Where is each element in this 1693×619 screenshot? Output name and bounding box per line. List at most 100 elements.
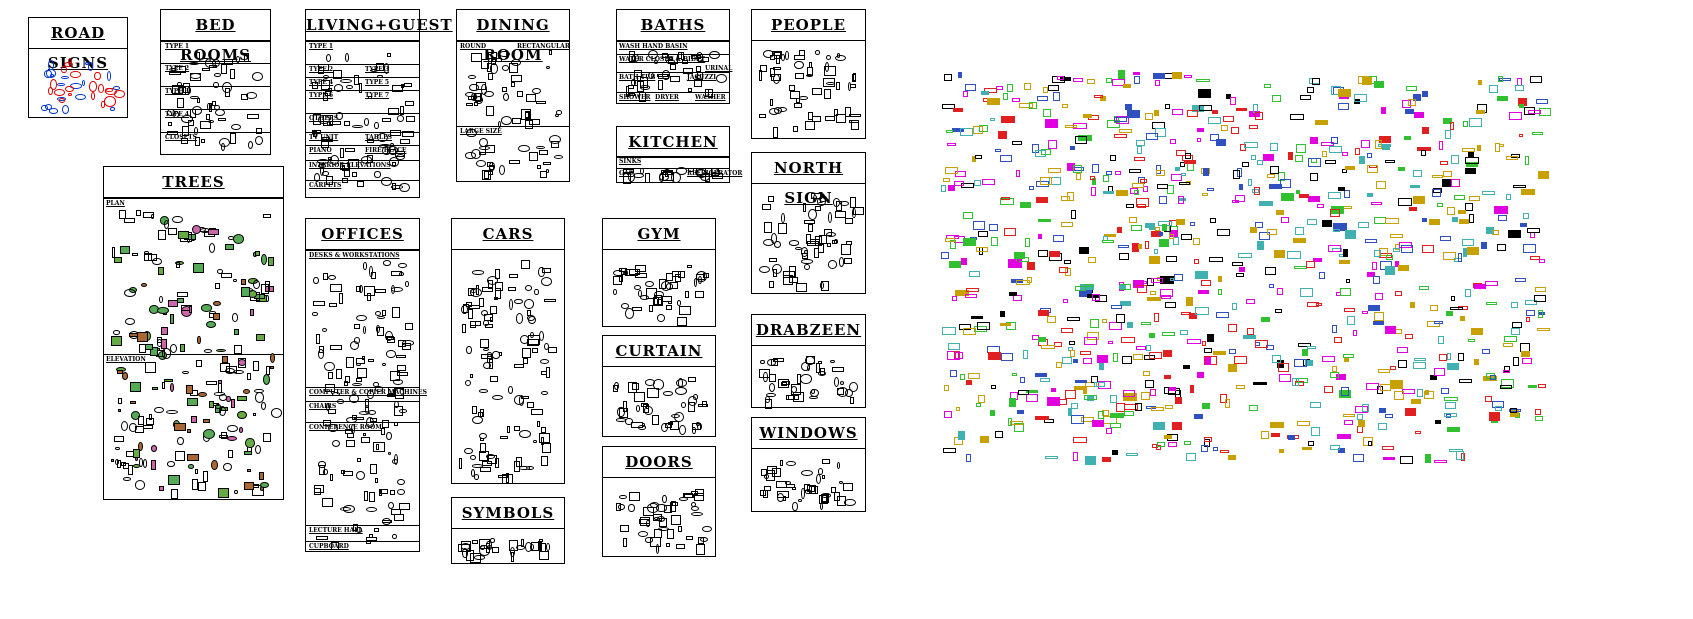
cad-block-symbol[interactable] — [676, 317, 687, 326]
cad-block-symbol[interactable] — [490, 376, 499, 382]
cad-block-symbol[interactable] — [688, 87, 692, 92]
cad-block-symbol[interactable] — [1229, 97, 1236, 105]
cad-block-symbol[interactable] — [48, 59, 54, 70]
cad-block-symbol[interactable] — [511, 59, 521, 67]
cad-block-symbol[interactable] — [498, 352, 503, 357]
cad-block-symbol[interactable] — [57, 82, 65, 87]
cad-block-symbol[interactable] — [629, 269, 640, 276]
cad-block-symbol[interactable] — [1167, 185, 1175, 195]
cad-block-symbol[interactable] — [1355, 148, 1361, 156]
cad-block-symbol[interactable] — [1075, 286, 1087, 292]
cad-block-symbol[interactable] — [367, 139, 374, 144]
cad-block-symbol[interactable] — [1366, 383, 1379, 390]
cad-block-symbol[interactable] — [1090, 318, 1099, 328]
cad-block-symbol[interactable] — [1168, 442, 1178, 448]
cad-block-symbol[interactable] — [1162, 223, 1168, 232]
cad-block-symbol[interactable] — [784, 480, 792, 485]
cad-block-symbol[interactable] — [1404, 109, 1415, 115]
cad-block-symbol[interactable] — [806, 233, 811, 245]
cad-block-symbol[interactable] — [247, 468, 251, 472]
cad-block-symbol[interactable] — [206, 380, 218, 385]
cad-block-symbol[interactable] — [472, 464, 483, 468]
cad-block-symbol[interactable] — [785, 51, 789, 61]
cad-block-symbol[interactable] — [633, 391, 646, 402]
cad-block-symbol[interactable] — [852, 206, 865, 215]
cad-block-symbol[interactable] — [676, 378, 687, 387]
cad-block-symbol[interactable] — [811, 116, 821, 123]
cad-block-symbol[interactable] — [1533, 295, 1547, 303]
cad-block-symbol[interactable] — [1366, 164, 1378, 173]
cad-block-symbol[interactable] — [670, 502, 677, 513]
cad-block-symbol[interactable] — [370, 417, 378, 423]
cad-block-symbol[interactable] — [397, 478, 406, 486]
cad-block-symbol[interactable] — [1474, 284, 1486, 289]
cad-block-symbol[interactable] — [226, 424, 239, 433]
cad-block-symbol[interactable] — [474, 554, 485, 560]
cad-block-symbol[interactable] — [270, 365, 275, 370]
cad-block-symbol[interactable] — [1026, 394, 1038, 403]
cad-block-symbol[interactable] — [362, 433, 367, 437]
cad-block-symbol[interactable] — [233, 278, 237, 283]
cad-block-symbol[interactable] — [150, 445, 157, 452]
cad-block-symbol[interactable] — [112, 86, 120, 90]
cad-block-symbol[interactable] — [65, 85, 74, 93]
cad-block-symbol[interactable] — [1164, 434, 1173, 439]
cad-block-symbol[interactable] — [658, 79, 663, 90]
cad-block-symbol[interactable] — [528, 118, 541, 125]
cad-block-symbol[interactable] — [1196, 138, 1202, 142]
cad-block-symbol[interactable] — [138, 416, 145, 425]
cad-block-symbol[interactable] — [527, 314, 535, 321]
cad-block-symbol[interactable] — [486, 542, 491, 554]
cad-block-symbol[interactable] — [190, 415, 197, 423]
cad-block-symbol[interactable] — [656, 516, 665, 523]
cad-block-symbol[interactable] — [963, 212, 973, 220]
cad-block-symbol[interactable] — [1343, 308, 1356, 312]
cad-block-symbol[interactable] — [398, 272, 404, 277]
cad-block-symbol[interactable] — [839, 481, 843, 485]
cad-block-symbol[interactable] — [1068, 408, 1073, 416]
cad-block-symbol[interactable] — [1446, 207, 1456, 215]
cad-block-symbol[interactable] — [803, 202, 807, 212]
cad-block-symbol[interactable] — [357, 458, 361, 463]
cad-block-symbol[interactable] — [1007, 83, 1014, 93]
cad-block-symbol[interactable] — [810, 484, 816, 495]
cad-block-symbol[interactable] — [130, 411, 141, 421]
cad-block-symbol[interactable] — [177, 81, 182, 88]
cad-block-symbol[interactable] — [195, 52, 201, 60]
cad-block-symbol[interactable] — [1480, 242, 1487, 249]
cad-block-symbol[interactable] — [638, 290, 642, 298]
cad-block-symbol[interactable] — [1397, 264, 1409, 271]
cad-block-symbol[interactable] — [1037, 234, 1043, 240]
cad-block-symbol[interactable] — [520, 260, 530, 269]
cad-block-symbol[interactable] — [369, 491, 375, 502]
cad-block-symbol[interactable] — [685, 290, 690, 298]
cad-block-symbol[interactable] — [322, 273, 328, 281]
cad-block-symbol[interactable] — [964, 83, 976, 92]
cad-block-symbol[interactable] — [1102, 457, 1112, 462]
cad-block-symbol[interactable] — [398, 262, 407, 268]
cad-block-symbol[interactable] — [1091, 164, 1099, 173]
cad-block-symbol[interactable] — [1446, 310, 1454, 317]
cad-block-symbol[interactable] — [941, 251, 949, 259]
cad-block-symbol[interactable] — [1412, 93, 1422, 102]
cad-block-symbol[interactable] — [1152, 422, 1165, 430]
cad-block-symbol[interactable] — [1154, 109, 1160, 116]
cad-block-symbol[interactable] — [1087, 331, 1099, 340]
cad-block-symbol[interactable] — [1098, 411, 1104, 420]
cad-block-symbol[interactable] — [1343, 205, 1352, 210]
cad-block-symbol[interactable] — [1394, 260, 1400, 267]
cad-block-symbol[interactable] — [207, 228, 220, 236]
cad-block-symbol[interactable] — [220, 363, 230, 373]
cad-block-symbol[interactable] — [1001, 197, 1010, 201]
cad-block-symbol[interactable] — [138, 442, 144, 452]
cad-block-symbol[interactable] — [405, 116, 416, 122]
cad-block-symbol[interactable] — [824, 88, 831, 99]
cad-block-symbol[interactable] — [502, 92, 510, 102]
cad-block-symbol[interactable] — [262, 374, 270, 385]
cad-block-symbol[interactable] — [368, 409, 377, 415]
cad-block-symbol[interactable] — [962, 327, 977, 336]
cad-block-symbol[interactable] — [168, 121, 172, 126]
cad-block-symbol[interactable] — [640, 85, 651, 90]
cad-block-symbol[interactable] — [1361, 404, 1369, 413]
